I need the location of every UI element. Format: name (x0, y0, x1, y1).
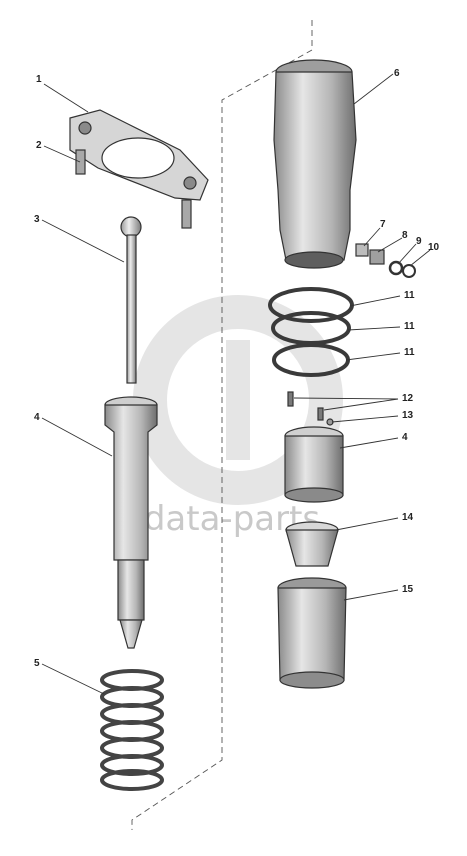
assembly-dashed-line (131, 20, 313, 830)
callout-11-bottom: 11 (404, 347, 415, 358)
part-spring (100, 669, 164, 791)
callout-11-middle: 11 (404, 321, 415, 332)
callout-13: 13 (402, 410, 414, 421)
callout-11-top: 11 (404, 290, 415, 301)
part-cone-seat (285, 521, 339, 567)
callout-10: 10 (428, 242, 440, 253)
leader-lines (41, 73, 431, 695)
callout-15: 15 (402, 584, 414, 595)
part-flange (69, 109, 209, 201)
part-housing (273, 59, 357, 269)
part-studs (75, 149, 192, 229)
part-push-rod (120, 216, 142, 384)
callout-3: 3 (34, 214, 40, 225)
part-cap-nut (277, 577, 347, 689)
callout-1: 1 (36, 74, 42, 85)
callout-9: 9 (416, 236, 422, 247)
part-plunger (104, 396, 158, 649)
part-pins (287, 391, 334, 426)
callout-8: 8 (402, 230, 408, 241)
part-small-fittings (355, 243, 416, 278)
callout-7: 7 (380, 219, 386, 230)
callout-2: 2 (36, 140, 42, 151)
callout-14: 14 (402, 512, 414, 523)
part-sleeve (284, 426, 344, 503)
callout-4-right: 4 (402, 432, 408, 443)
callout-6: 6 (394, 68, 400, 79)
callout-12: 12 (402, 393, 414, 404)
callout-5: 5 (34, 658, 40, 669)
callout-4-left: 4 (34, 412, 40, 423)
